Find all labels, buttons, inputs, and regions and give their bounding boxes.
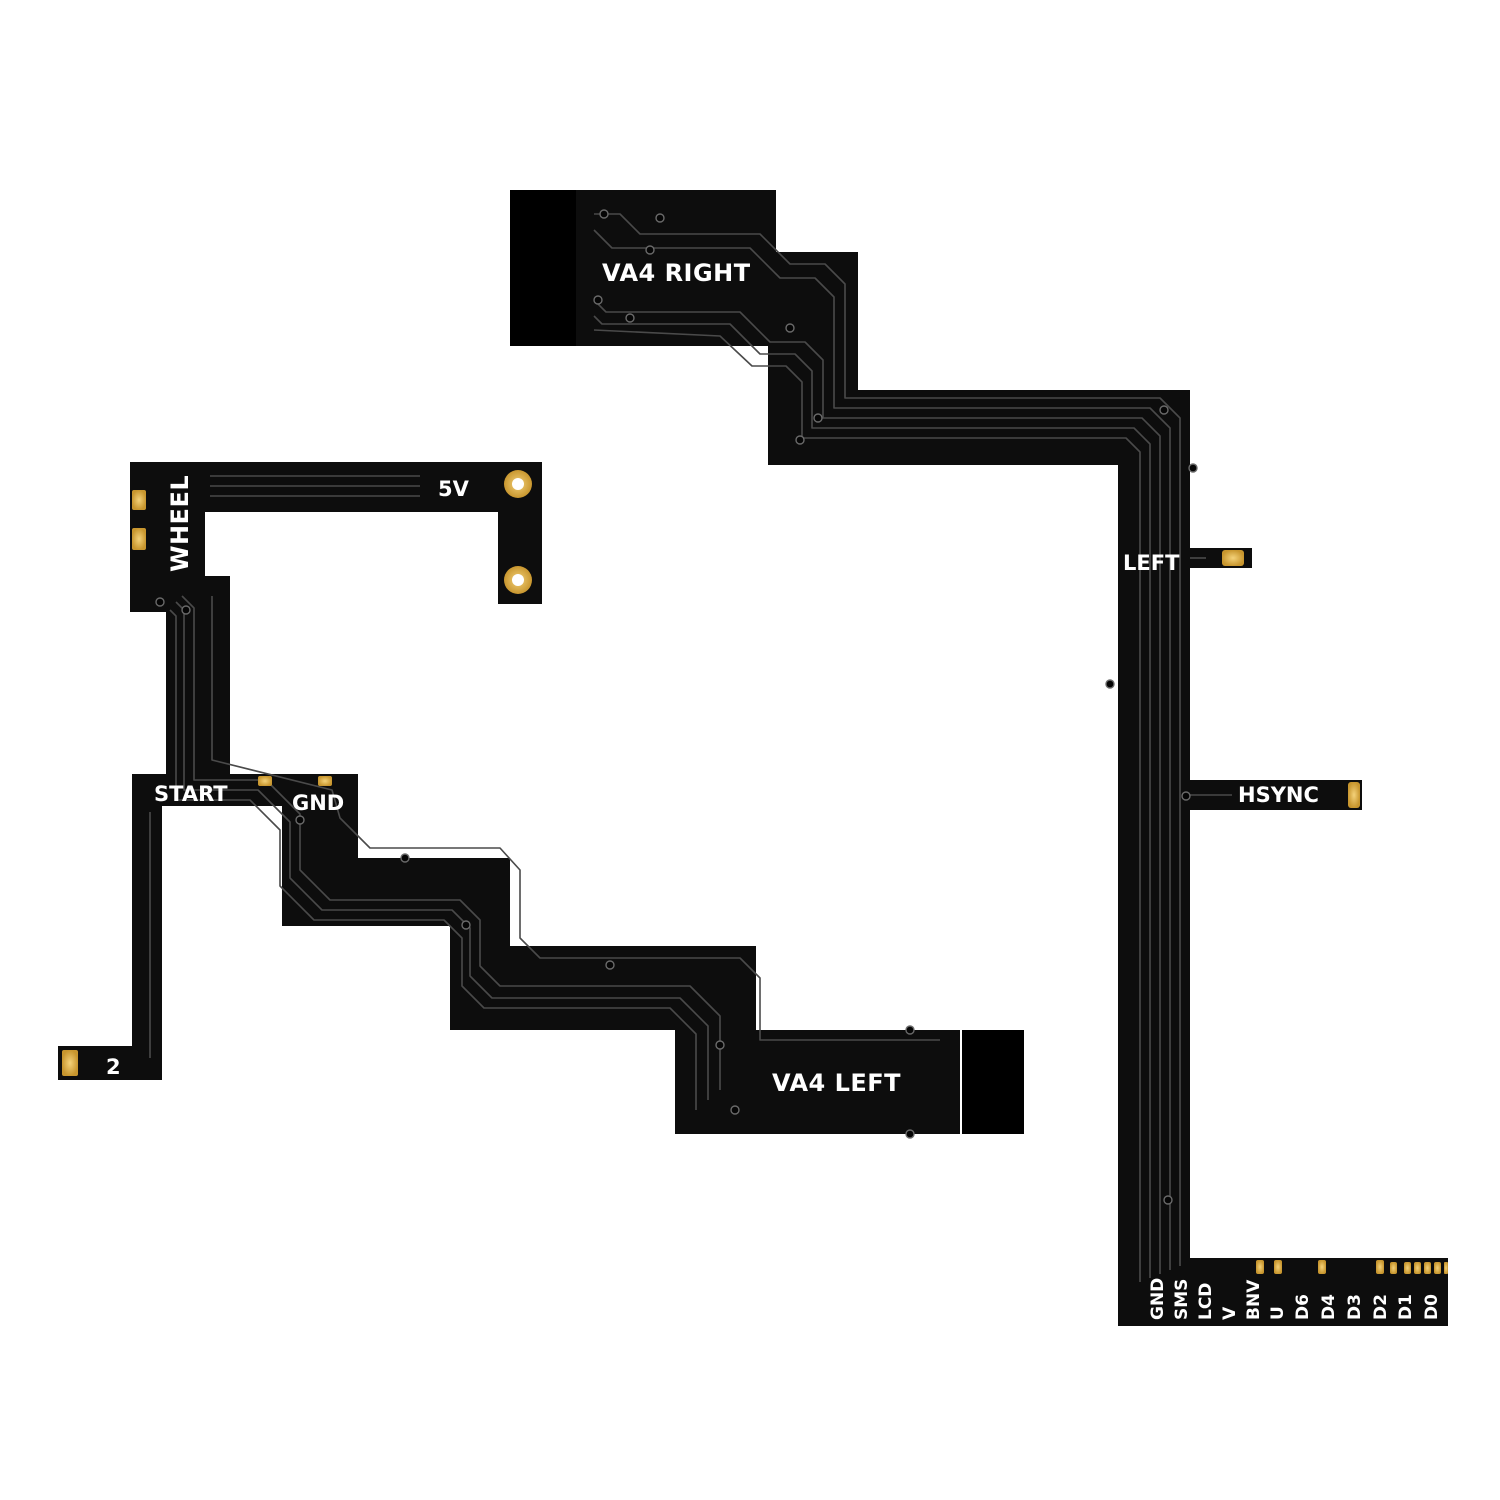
pin-label-d0: D0 xyxy=(1422,1294,1442,1320)
left-connector-block xyxy=(962,1030,1024,1134)
pin-label-bnv: BNV xyxy=(1244,1279,1264,1320)
right-flex-traces xyxy=(593,213,1232,1282)
pin-label-d2: D2 xyxy=(1371,1294,1391,1320)
left-tap-pad xyxy=(1222,550,1244,566)
right-flex-body xyxy=(515,190,1448,1326)
bottom-pin-pads xyxy=(1256,1260,1448,1274)
wheel-label: WHEEL xyxy=(166,475,194,572)
two-pad xyxy=(62,1050,78,1076)
wheel-pad-bottom xyxy=(132,528,146,550)
right-flex-cable: VA4 RIGHT LEFT HSYNC GND SMS LCD V BNV U… xyxy=(510,190,1448,1326)
pin-label-gnd: GND xyxy=(1148,1278,1168,1320)
right-flex-vias xyxy=(593,209,1198,1205)
hsync-tap-label: HSYNC xyxy=(1238,783,1319,807)
left-flex-cable: WHEEL 5V START GND 2 VA4 LEFT xyxy=(58,462,1024,1139)
pin-labels: GND SMS LCD V BNV U D6 D4 D3 D2 D1 D0 xyxy=(1148,1278,1442,1320)
pin-label-d6: D6 xyxy=(1293,1294,1313,1320)
pin-label-lcd: LCD xyxy=(1196,1283,1216,1320)
left-flex-body xyxy=(58,462,960,1134)
left-tap-label: LEFT xyxy=(1123,551,1180,575)
gnd-label: GND xyxy=(292,791,344,815)
left-flex-traces xyxy=(149,475,940,1110)
five-v-ring-top xyxy=(504,470,532,498)
pin-label-d1: D1 xyxy=(1396,1294,1416,1320)
start-pad xyxy=(258,776,272,786)
start-label: START xyxy=(154,782,228,806)
pin-label-d4: D4 xyxy=(1319,1294,1339,1320)
hsync-tap-pad xyxy=(1348,782,1360,808)
va4-left-label: VA4 LEFT xyxy=(772,1069,901,1097)
right-connector-block xyxy=(510,190,576,346)
two-label: 2 xyxy=(106,1055,121,1079)
va4-right-label: VA4 RIGHT xyxy=(602,259,751,287)
pin-label-d3: D3 xyxy=(1345,1294,1365,1320)
pin-label-u: U xyxy=(1268,1306,1288,1320)
pin-label-v: V xyxy=(1220,1306,1240,1320)
pin-label-sms: SMS xyxy=(1172,1279,1192,1320)
wheel-pad-top xyxy=(132,490,146,510)
five-v-ring-bottom xyxy=(504,566,532,594)
five-v-label: 5V xyxy=(438,477,470,501)
gnd-pad xyxy=(318,776,332,786)
left-flex-vias xyxy=(155,597,915,1139)
